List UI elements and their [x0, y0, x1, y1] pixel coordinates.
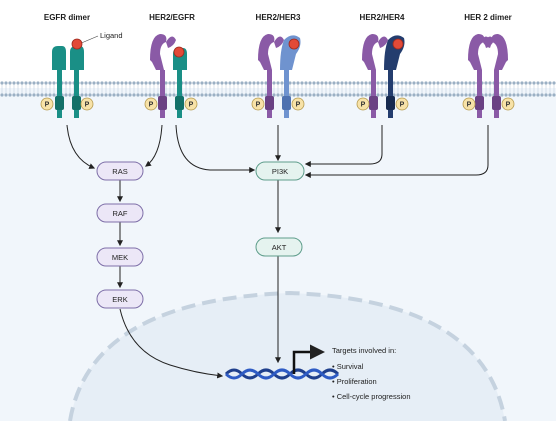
dna-helix [224, 368, 340, 380]
arrow-her2egfr-to-ras [145, 124, 163, 167]
ligand-dot [392, 38, 404, 50]
node-erk: ERK [96, 289, 144, 309]
receptor-label-her2-dimer: HER 2 dimer [464, 13, 512, 22]
phospho-badge: P [291, 97, 305, 111]
target-item-cell-cycle: • Cell-cycle progression [332, 392, 411, 401]
svg-text:MEK: MEK [112, 253, 128, 262]
transcription-start-arrow [292, 344, 325, 374]
receptor-her2-her4 [362, 34, 405, 118]
phospho-badge: P [356, 97, 370, 111]
receptor-egfr-dimer [52, 38, 84, 118]
svg-text:P: P [467, 102, 472, 109]
ligand-dot [71, 38, 83, 50]
ligand-dot [173, 46, 185, 58]
receptor-her2-dimer [468, 34, 508, 118]
svg-text:PI3K: PI3K [272, 167, 288, 176]
arrow-erk-to-dna [119, 308, 224, 379]
phospho-badge: P [80, 97, 94, 111]
receptor-label-her2-her3: HER2/HER3 [256, 13, 301, 22]
arrow-her2egfr-to-pi3k [175, 124, 256, 173]
phospho-badge: P [144, 97, 158, 111]
phospho-badge: P [40, 97, 54, 111]
phospho-badge: P [184, 97, 198, 111]
svg-text:P: P [256, 102, 261, 109]
svg-text:P: P [189, 102, 194, 109]
svg-text:RAS: RAS [112, 167, 127, 176]
arrow-egfr-to-ras [66, 124, 96, 169]
svg-text:AKT: AKT [272, 243, 287, 252]
phospho-badge: P [462, 97, 476, 111]
svg-text:P: P [45, 102, 50, 109]
node-akt: AKT [255, 237, 303, 257]
svg-text:P: P [149, 102, 154, 109]
phospho-badge: P [395, 97, 409, 111]
receptor-her2-her3 [258, 34, 301, 118]
svg-text:ERK: ERK [112, 295, 127, 304]
signaling-arrows [66, 124, 489, 379]
phospho-groups: P P P P P P P P P P [40, 97, 515, 111]
receptor-label-her2-egfr: HER2/EGFR [149, 13, 195, 22]
receptor-label-her2-her4: HER2/HER4 [360, 13, 405, 22]
targets-heading: Targets involved in: [332, 346, 396, 355]
ligand-label: Ligand [100, 31, 123, 40]
svg-text:RAF: RAF [113, 209, 128, 218]
target-item-survival: • Survival [332, 362, 364, 371]
svg-text:P: P [85, 102, 90, 109]
node-ras: RAS [96, 161, 144, 181]
receptor-label-egfr-dimer: EGFR dimer [44, 13, 90, 22]
receptor-her2-egfr [150, 34, 187, 118]
svg-text:P: P [400, 102, 405, 109]
cell-membrane [0, 80, 556, 98]
svg-text:P: P [361, 102, 366, 109]
svg-text:P: P [296, 102, 301, 109]
node-pi3k: PI3K [255, 161, 305, 181]
node-raf: RAF [96, 203, 144, 223]
target-item-proliferation: • Proliferation [332, 377, 377, 386]
svg-text:P: P [506, 102, 511, 109]
phospho-badge: P [251, 97, 265, 111]
phospho-badge: P [501, 97, 515, 111]
node-mek: MEK [96, 247, 144, 267]
nucleus [68, 290, 507, 422]
ligand-dot [288, 38, 300, 50]
arrow-her2dimer-to-pi3k [304, 125, 489, 178]
arrow-her4-to-pi3k [304, 125, 383, 167]
